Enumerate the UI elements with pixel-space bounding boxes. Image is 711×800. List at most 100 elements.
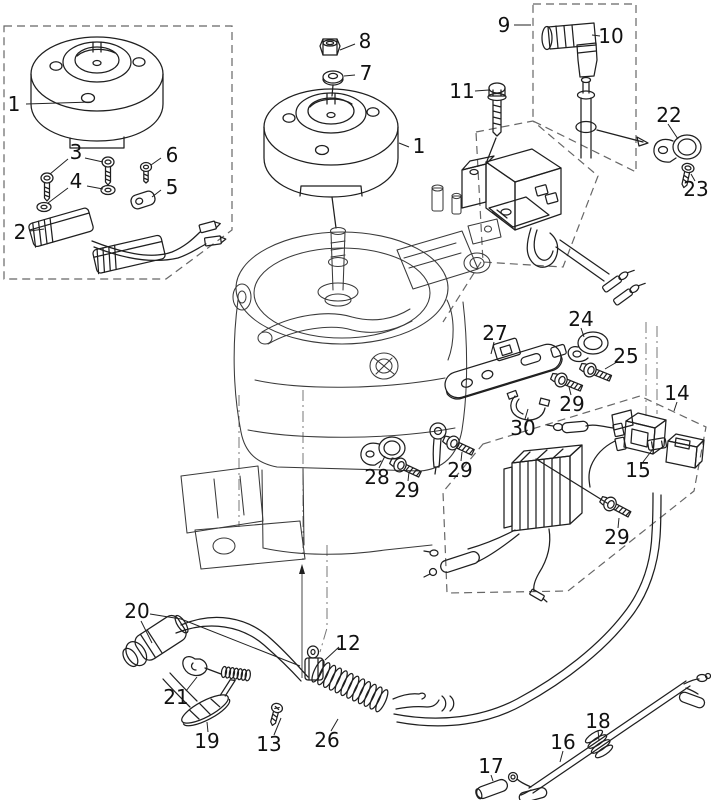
leader-line-2 [29, 228, 45, 232]
leader-line-26 [330, 718, 339, 732]
leader-line-18 [597, 729, 600, 742]
part-label-29: 29 [394, 478, 419, 502]
leader-line-7 [343, 74, 356, 77]
clamp-22-art [653, 134, 702, 163]
leader-line-30 [524, 408, 529, 420]
part-label-24: 24 [568, 307, 593, 331]
rectifier-art [423, 444, 583, 603]
diagram-art [28, 22, 711, 800]
leader-line-20 [140, 620, 153, 644]
part-label-16: 16 [550, 730, 575, 754]
leader-line-29 [460, 451, 463, 462]
leader-line-11 [474, 89, 490, 92]
flywheel-center-art [263, 38, 399, 229]
part-label-23: 23 [683, 177, 708, 201]
part-label-29: 29 [559, 392, 584, 416]
ignition-coil-art [461, 148, 646, 306]
eyelet-wire-art [429, 422, 447, 475]
screw-23-art [681, 162, 695, 189]
stator-group-box [3, 25, 233, 280]
bolt-29-a-art [549, 372, 584, 392]
washer-7-art [322, 70, 344, 86]
leader-line-17 [490, 774, 494, 782]
leader-line-19 [206, 721, 209, 733]
part-label-10: 10 [598, 24, 623, 48]
part-label-18: 18 [585, 709, 610, 733]
clamp-5-art [130, 190, 156, 210]
leader-line-3 [84, 157, 104, 163]
part-label-17: 17 [478, 754, 503, 778]
harness-branch-wires-art [392, 492, 662, 727]
link-dash-line [442, 261, 482, 323]
coil-group-box [475, 120, 599, 268]
screw-13-art [270, 702, 284, 727]
leader-line-27 [490, 341, 495, 355]
leader-line-14 [673, 401, 678, 412]
bolt-11-art [486, 82, 507, 162]
leader-line-3 [49, 158, 69, 175]
part-label-15: 15 [625, 458, 650, 482]
leader-line-25 [604, 361, 618, 370]
connector-assembly-art [546, 409, 705, 488]
grommet-18-art [584, 729, 614, 759]
part-label-25: 25 [613, 344, 638, 368]
clamp-24-art [567, 331, 609, 363]
leader-line-21 [185, 676, 198, 692]
leader-line-20 [149, 613, 182, 620]
part-label-12: 12 [335, 631, 360, 655]
leader-line-28 [378, 455, 386, 469]
part-label-1: 1 [413, 134, 426, 158]
lead-wire-16-art [507, 672, 711, 800]
washer-4-art [36, 184, 116, 213]
leader-line-22 [667, 123, 679, 140]
leader-line-29 [407, 471, 410, 482]
part-label-2: 2 [14, 220, 27, 244]
part-label-1: 1 [8, 92, 21, 116]
leader-line-20 [180, 618, 301, 667]
leader-line-5 [151, 189, 162, 198]
part-label-5: 5 [166, 175, 179, 199]
screw-6-art [139, 161, 153, 184]
sleeve-17-art [475, 778, 509, 800]
part-label-20: 20 [124, 599, 149, 623]
fuse-15-art [646, 437, 668, 451]
mount-19-art [181, 679, 236, 727]
leader-line-1 [398, 142, 410, 148]
clip-30-art [506, 389, 551, 427]
leader-line-8 [339, 43, 356, 51]
clamp-28-art [360, 436, 406, 466]
part-label-28: 28 [364, 465, 389, 489]
screw-3-center-art [101, 156, 115, 186]
part-label-9: 9 [498, 13, 511, 37]
bolt-25-art [578, 362, 613, 382]
leader-line-23 [690, 173, 696, 182]
part-label-29: 29 [447, 458, 472, 482]
part-label-14: 14 [664, 381, 689, 405]
part-label-8: 8 [359, 29, 372, 53]
leader-line-29 [617, 517, 620, 529]
leader-line-29 [568, 386, 572, 396]
clip-21-art [182, 655, 251, 682]
bolt-29-c-art [442, 435, 475, 456]
harness-group-box [442, 395, 707, 594]
part-label-4: 4 [70, 169, 83, 193]
leader-line-12 [324, 646, 340, 661]
leader-line-10 [591, 34, 601, 37]
bracket-27-art [444, 337, 567, 400]
bolt-29-d-art [599, 496, 632, 518]
leader-line-13 [273, 717, 282, 736]
conduit-26-art [311, 659, 389, 713]
leader-line-4 [47, 187, 69, 204]
part-label-21: 21 [163, 685, 188, 709]
leader-line-16 [559, 750, 564, 763]
part-label-30: 30 [510, 416, 535, 440]
pulser-assembly-art [28, 156, 227, 275]
leader-line-6 [150, 157, 162, 166]
dashed-group-boxes [3, 3, 707, 594]
leader-line-1 [25, 101, 93, 105]
part-label-13: 13 [256, 732, 281, 756]
part-label-29: 29 [604, 525, 629, 549]
plug-cap-group-box [532, 3, 637, 173]
